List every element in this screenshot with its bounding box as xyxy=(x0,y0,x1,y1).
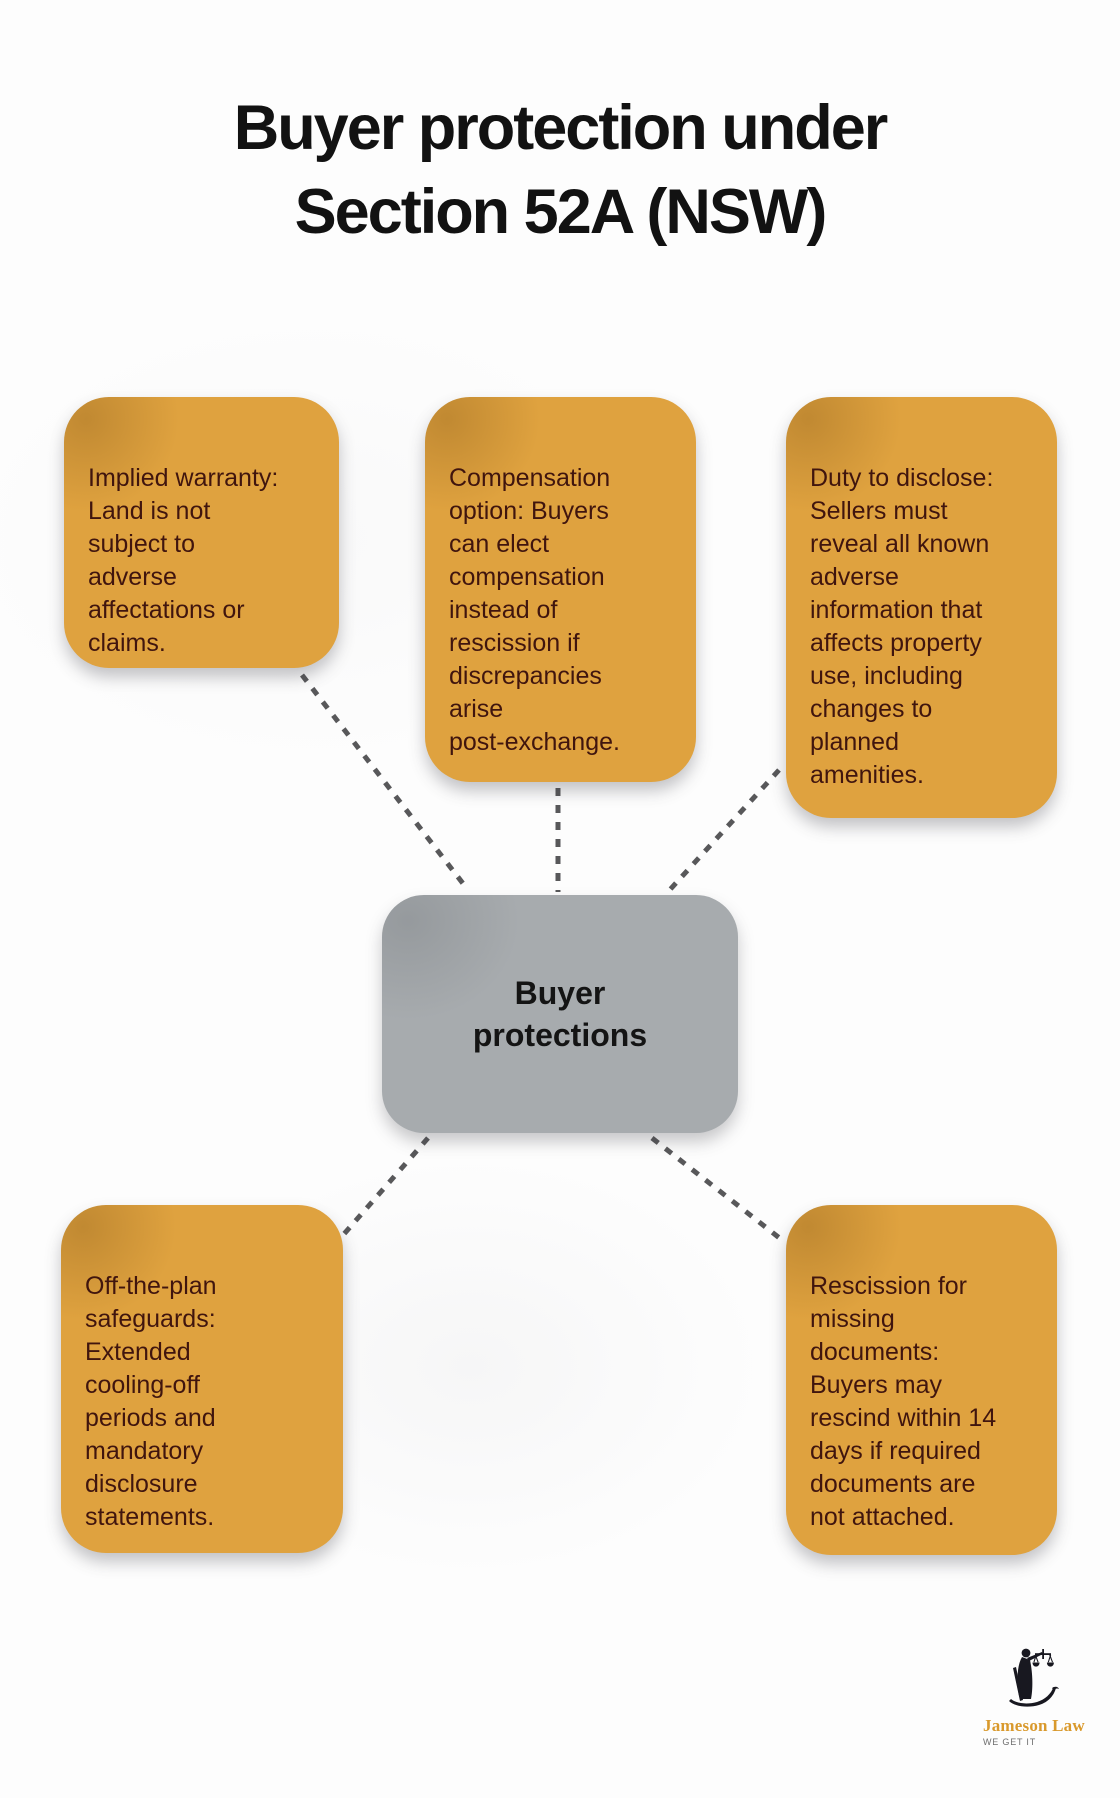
connector-rescission xyxy=(650,1136,784,1242)
node-off-the-plan: Off-the-plan safeguards: Extended coolin… xyxy=(61,1205,343,1553)
connector-duty-to-disclose xyxy=(664,768,781,896)
node-duty-to-disclose: Duty to disclose: Sellers must reveal al… xyxy=(786,397,1057,818)
node-implied-warranty-text: Implied warranty: Land is not subject to… xyxy=(88,464,279,657)
node-compensation-option-text: Compensation option: Buyers can elect co… xyxy=(449,464,620,756)
brand-tagline: WE GET IT xyxy=(983,1737,1037,1747)
center-node: Buyer protections xyxy=(382,895,738,1133)
node-compensation-option: Compensation option: Buyers can elect co… xyxy=(425,397,696,782)
page-title: Buyer protection under Section 52A (NSW) xyxy=(233,93,889,247)
center-node-label: Buyer protections xyxy=(472,975,648,1053)
lady-justice-icon xyxy=(1009,1648,1059,1707)
node-rescission-missing-docs-text: Rescission for missing documents: Buyers… xyxy=(810,1272,997,1531)
brand-logo: Jameson Law WE GET IT xyxy=(983,1644,1103,1747)
brand-name: Jameson Law xyxy=(983,1716,1085,1735)
node-implied-warranty: Implied warranty: Land is not subject to… xyxy=(64,397,339,668)
node-duty-to-disclose-text: Duty to disclose: Sellers must reveal al… xyxy=(810,464,994,789)
node-off-the-plan-text: Off-the-plan safeguards: Extended coolin… xyxy=(85,1272,217,1531)
connector-implied-warranty xyxy=(300,673,470,892)
connector-off-the-plan xyxy=(342,1136,430,1236)
node-rescission-missing-docs: Rescission for missing documents: Buyers… xyxy=(786,1205,1057,1555)
